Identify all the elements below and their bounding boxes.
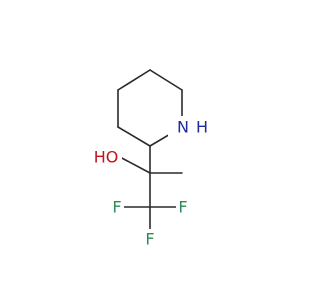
- hydroxyl-label-bg: [88, 146, 122, 168]
- molecule-structure: N H HO F F F: [88, 69, 212, 249]
- bond-ring-left-bottom: [117, 126, 151, 147]
- bond-quaternary-to-oh: [117, 155, 151, 174]
- fluorine-bottom-label: F: [145, 230, 154, 249]
- amine-n-label: N: [177, 118, 189, 137]
- fluorine-right-label-bg: [176, 197, 190, 217]
- fluorine-right-label: F: [178, 198, 187, 217]
- fluorine-left-label-bg: [110, 197, 124, 217]
- hydroxyl-label: HO: [94, 148, 119, 167]
- bond-ring-left-top: [117, 69, 151, 91]
- amine-label-bg: [168, 116, 212, 138]
- fluorine-bottom-label-bg: [143, 229, 157, 249]
- fluorine-left-label: F: [112, 198, 121, 217]
- bond-ring-top: [149, 69, 183, 91]
- amine-h-label: H: [196, 118, 208, 137]
